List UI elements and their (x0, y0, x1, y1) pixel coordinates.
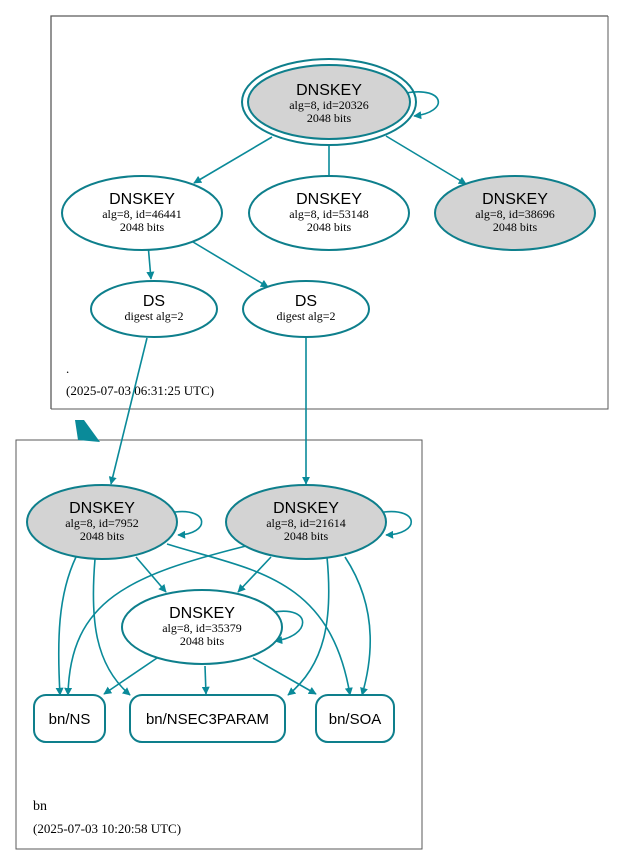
node-bn-ksk-7952[interactable]: DNSKEY alg=8, id=7952 2048 bits (26, 484, 178, 560)
node-title: DNSKEY (109, 191, 175, 208)
node-detail: alg=8, id=38696 (475, 207, 555, 221)
edge-root-ksk-ksk2 (385, 135, 467, 185)
node-rr-ns[interactable]: bn/NS (33, 694, 106, 743)
delegation-arrow (75, 420, 100, 442)
cluster-root-label: . (66, 361, 69, 376)
node-detail: alg=8, id=7952 (65, 516, 139, 530)
node-title: DNSKEY (296, 191, 362, 208)
node-title: DS (295, 293, 317, 310)
cluster-root-timestamp: (2025-07-03 06:31:25 UTC) (66, 383, 214, 398)
node-detail: alg=8, id=21614 (266, 516, 346, 530)
edge-ds1-bn-ksk1 (108, 337, 148, 485)
node-detail: 2048 bits (120, 220, 165, 234)
edge-bn-ksk2-zsk (237, 556, 272, 593)
node-title: DNSKEY (296, 82, 362, 99)
edge-bn-ksk2-soa (344, 556, 372, 696)
node-detail: 2048 bits (307, 220, 352, 234)
cluster-bn: bn (2025-07-03 10:20:58 UTC) (15, 439, 423, 850)
node-rr-soa[interactable]: bn/SOA (315, 694, 395, 743)
edge-root-ksk-zsk1 (193, 136, 273, 184)
edge-bn-ksk1-soa (166, 543, 353, 696)
edge-bn-zsk-nsec3param (201, 665, 210, 695)
node-root-zsk-53148[interactable]: DNSKEY alg=8, id=53148 2048 bits (248, 175, 410, 251)
node-detail: alg=8, id=35379 (162, 621, 242, 635)
node-title: DNSKEY (69, 500, 135, 517)
edge-bn-ksk2-self (383, 510, 413, 539)
node-detail: 2048 bits (493, 220, 538, 234)
node-detail: digest alg=2 (124, 309, 183, 323)
edge-bn-zsk-self (273, 610, 304, 644)
edge-bn-ksk1-ns (55, 556, 77, 696)
node-root-ksk[interactable]: DNSKEY alg=8, id=20326 2048 bits (241, 58, 417, 146)
node-root-ksk-38696[interactable]: DNSKEY alg=8, id=38696 2048 bits (434, 175, 596, 251)
node-rr-nsec3param[interactable]: bn/NSEC3PARAM (129, 694, 286, 743)
edge-zsk1-ds2 (192, 241, 269, 288)
node-detail: 2048 bits (80, 529, 125, 543)
edge-bn-zsk-soa (252, 657, 317, 695)
node-ds-2[interactable]: DS digest alg=2 (242, 280, 370, 338)
node-bn-zsk-35379[interactable]: DNSKEY alg=8, id=35379 2048 bits (121, 589, 283, 665)
node-title: DNSKEY (482, 191, 548, 208)
node-detail: 2048 bits (307, 111, 352, 125)
node-detail: alg=8, id=46441 (102, 207, 182, 221)
node-detail: 2048 bits (284, 529, 329, 543)
cluster-bn-label: bn (33, 799, 47, 814)
node-title: DS (143, 293, 165, 310)
edges (55, 91, 467, 696)
edge-root-ksk-self (405, 91, 440, 120)
node-title: DNSKEY (273, 500, 339, 517)
edge-bn-ksk1-self (174, 510, 203, 539)
cluster-root: . (2025-07-03 06:31:25 UTC) (50, 15, 609, 410)
node-title: DNSKEY (169, 605, 235, 622)
edge-bn-zsk-ns (103, 657, 158, 695)
node-title: bn/NSEC3PARAM (146, 711, 269, 728)
node-title: bn/NS (49, 711, 91, 728)
node-root-zsk-46441[interactable]: DNSKEY alg=8, id=46441 2048 bits (61, 175, 223, 251)
node-bn-ksk-21614[interactable]: DNSKEY alg=8, id=21614 2048 bits (225, 484, 387, 560)
node-ds-1[interactable]: DS digest alg=2 (90, 280, 218, 338)
node-detail: alg=8, id=20326 (289, 98, 369, 112)
node-title: bn/SOA (329, 711, 382, 728)
node-detail: 2048 bits (180, 634, 225, 648)
edge-bn-ksk2-ns (64, 545, 247, 696)
node-detail: digest alg=2 (276, 309, 335, 323)
cluster-bn-timestamp: (2025-07-03 10:20:58 UTC) (33, 821, 181, 836)
edge-bn-ksk2-nsec3param (287, 556, 330, 696)
edge-bn-ksk1-zsk (135, 556, 167, 593)
node-detail: alg=8, id=53148 (289, 207, 369, 221)
